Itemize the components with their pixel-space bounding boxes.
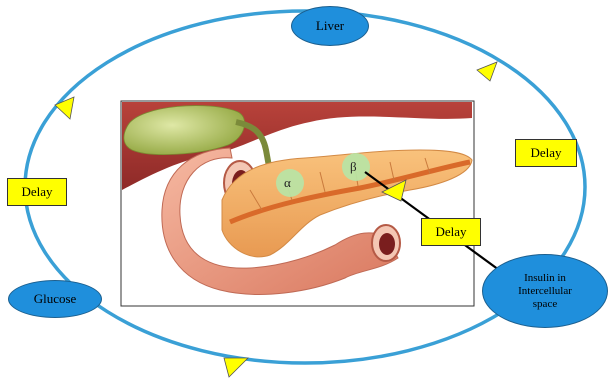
delay-box-right: Delay — [515, 139, 577, 167]
liver-node: Liver — [291, 6, 369, 46]
insulin-label-line-1: Insulin in — [524, 272, 566, 285]
liver-label: Liver — [316, 18, 344, 34]
glucose-label: Glucose — [34, 291, 77, 307]
beta-cell-label: β — [350, 159, 357, 175]
glucose-node: Glucose — [8, 280, 102, 318]
delay-label-right: Delay — [530, 145, 561, 161]
insulin-label-line-2: Intercellular — [518, 285, 572, 298]
delay-label-left: Delay — [21, 184, 52, 200]
delay-label-center: Delay — [435, 224, 466, 240]
insulin-node: Insulin in Intercellular space — [482, 254, 608, 328]
delay-box-center: Delay — [421, 218, 481, 246]
delay-box-left: Delay — [7, 178, 67, 206]
insulin-label-line-3: space — [533, 298, 557, 311]
alpha-cell-label: α — [284, 175, 291, 191]
